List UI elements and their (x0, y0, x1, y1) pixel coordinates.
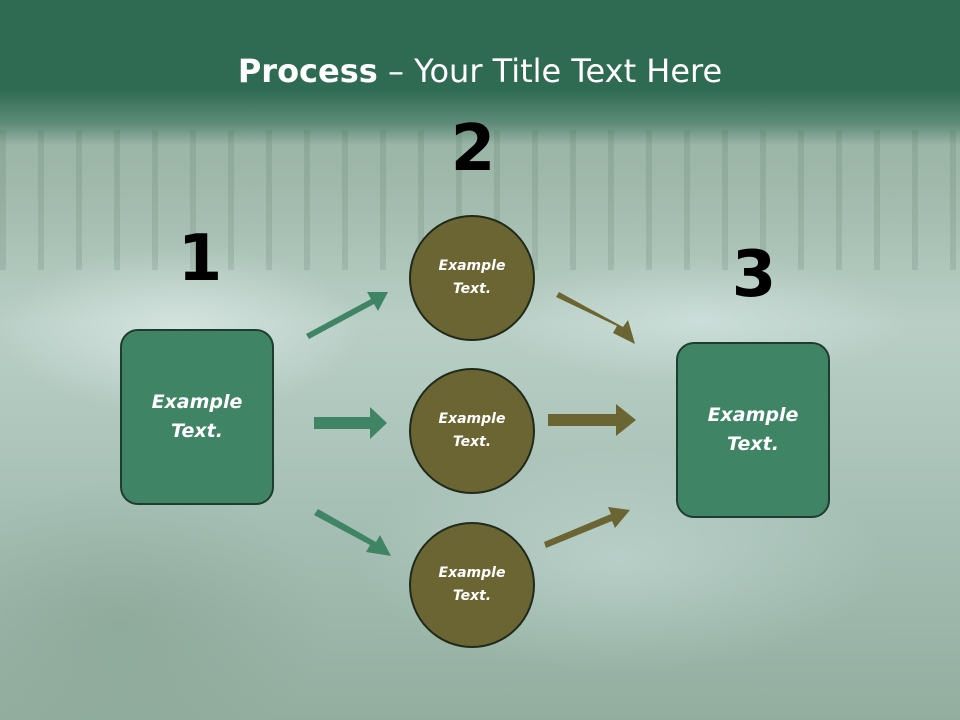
step-3-box: Example Text. (676, 342, 830, 518)
title-bold: Process (237, 52, 378, 90)
step-2-circle-bottom: Example Text. (409, 522, 535, 648)
step-number-2: 2 (450, 112, 496, 186)
slide-title: Process – Your Title Text Here (0, 52, 960, 90)
step-2-text-top: Example Text. (438, 258, 506, 297)
title-bar (0, 0, 960, 145)
step-3-text: Example Text. (707, 404, 799, 455)
arrow-1-to-top (306, 292, 388, 339)
step-1-box: Example Text. (120, 329, 274, 505)
step-1-text: Example Text. (151, 391, 243, 442)
arrow-middle-to-3 (548, 404, 636, 436)
step-number-3: 3 (731, 238, 777, 312)
arrow-1-to-bottom (314, 509, 391, 556)
arrow-bottom-to-3 (544, 507, 630, 548)
arrow-top-to-3 (556, 292, 635, 344)
step-2-circle-top: Example Text. (409, 215, 535, 341)
title-rest: – Your Title Text Here (377, 52, 723, 90)
step-2-circle-middle: Example Text. (409, 368, 535, 494)
step-2-text-bottom: Example Text. (438, 565, 506, 604)
step-2-text-middle: Example Text. (438, 411, 506, 450)
step-number-1: 1 (177, 222, 223, 296)
arrow-1-to-middle (314, 407, 387, 439)
